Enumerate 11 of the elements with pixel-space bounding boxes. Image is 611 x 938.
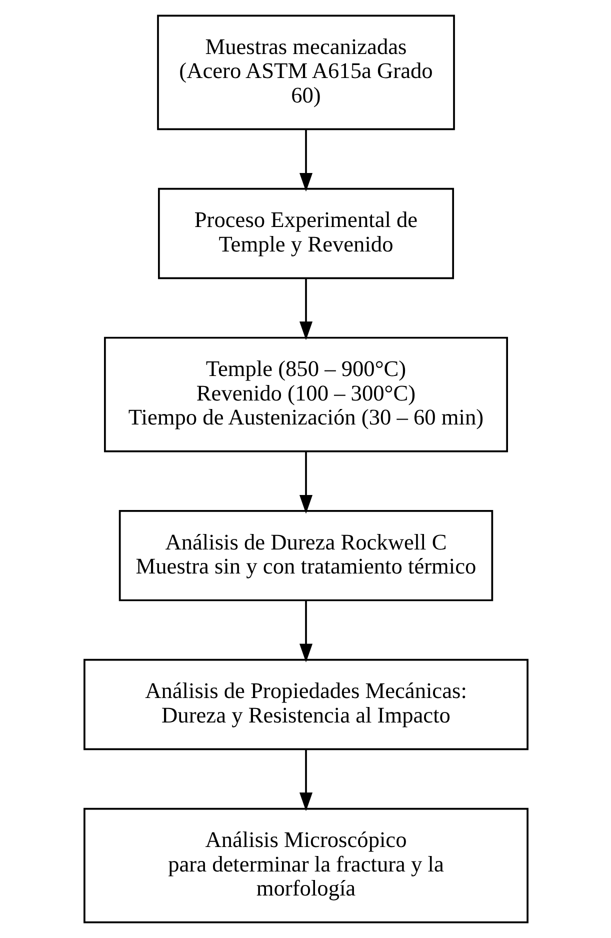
node-box: Análisis de Propiedades Mecánicas: Dureza y Resistencia al Impacto: [83, 658, 528, 750]
node-box: Proceso Experimental de Temple y Revenido: [157, 188, 454, 280]
node-box: Análisis de Dureza Rockwell C Muestra sin y con tratamiento térmico: [118, 510, 493, 602]
node-box: Análisis Microscópico para determinar la fractura y la morfología: [83, 808, 528, 924]
arrow: [298, 749, 312, 812]
node-box: Temple (850 – 900°C) Revenido (100 – 300°C) Tiempo de Austenización (30 – 60 min): [104, 336, 508, 452]
arrow: [298, 601, 312, 662]
arrow: [298, 129, 312, 192]
node-box: Muestras mecanizadas (Acero ASTM A615a Grado 60): [156, 14, 454, 130]
arrow: [298, 278, 312, 340]
arrow: [298, 451, 312, 514]
